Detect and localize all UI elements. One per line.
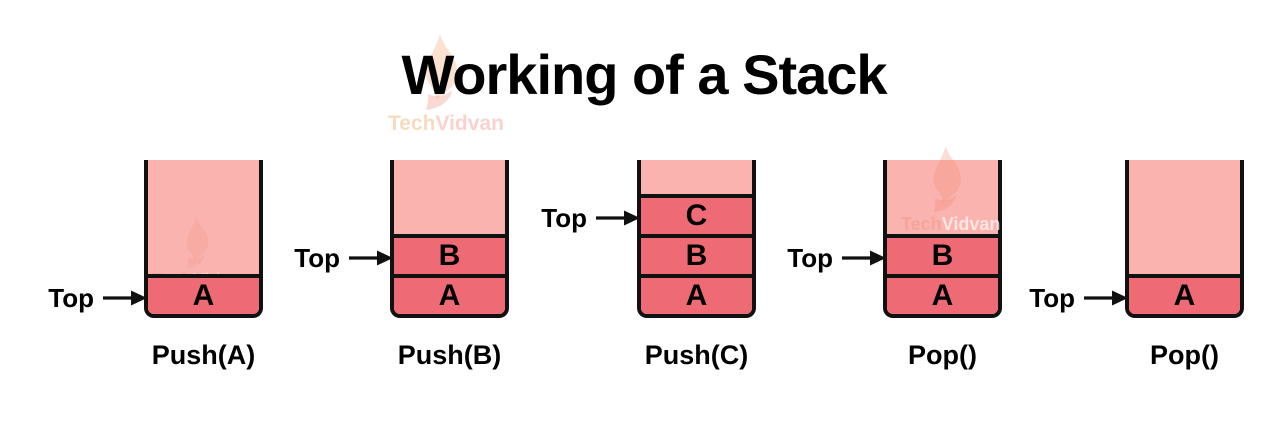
operation-label: Pop() [908,340,977,370]
arrow-right-icon [103,290,147,306]
watermark-vidvan-text: Vidvan [435,112,504,135]
stack-cell: A [641,274,752,314]
operation-label: Push(C) [644,340,749,370]
stack-cell: B [887,234,998,274]
stack-container: A [1125,160,1244,318]
stack-figure-push-a: Top TechVidvan A Push(A) [48,160,263,390]
techvidvan-watermark-text: TechVidvan [388,112,504,136]
top-pointer: Top [294,242,393,274]
operation-label: Push(B) [397,340,502,370]
watermark-tech-text: Tech [388,112,436,135]
top-pointer-label: Top [1029,283,1075,313]
stack-container: C B A [637,160,756,318]
top-pointer: Top [1029,282,1128,314]
top-pointer-label: Top [541,203,587,233]
operation-label: Pop() [1150,340,1219,370]
stack-figure-push-c: Top C B A Push(C) [541,160,756,390]
arrow-right-icon [842,250,886,266]
stack-cell: B [641,234,752,274]
stack-figure-pop-1: Top TechVidvan B A Pop() [787,146,1002,390]
arrow-right-icon [1084,290,1128,306]
top-pointer-label: Top [294,243,340,273]
top-pointer-label: Top [787,243,833,273]
stack-container: A [144,160,263,318]
arrow-right-icon [349,250,393,266]
stack-figure-push-b: Top B A Push(B) [294,160,509,390]
top-pointer: Top [48,282,147,314]
stack-cell: B [394,234,505,274]
top-pointer: Top [787,242,886,274]
top-pointer-label: Top [48,283,94,313]
stack-cell: A [394,274,505,314]
stack-container: B A [883,160,1002,318]
stack-cell: A [887,274,998,314]
diagram-title: Working of a Stack [401,43,887,106]
stack-figure-pop-2: Top A Pop() [1029,160,1244,390]
stack-cell: A [148,274,259,314]
top-pointer: Top [541,202,640,234]
operation-label: Push(A) [151,340,256,370]
stack-cell: A [1129,274,1240,314]
stack-cell: C [641,194,752,234]
stack-container: B A [390,160,509,318]
arrow-right-icon [596,210,640,226]
